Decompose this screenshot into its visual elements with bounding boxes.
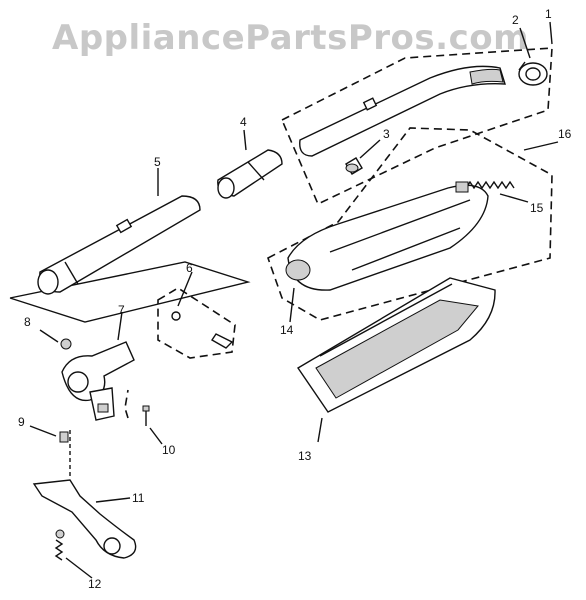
part-screw-9 <box>59 431 69 443</box>
callout-3: 3 <box>383 127 390 141</box>
callout-7: 7 <box>118 303 125 317</box>
part-cap <box>345 157 363 175</box>
guide-line-hose <box>9 261 251 323</box>
callout-1: 1 <box>545 7 552 21</box>
callout-6: 6 <box>186 261 193 275</box>
group-box-7 <box>124 389 129 419</box>
callout-15: 15 <box>530 201 544 215</box>
callout-2: 2 <box>512 13 519 27</box>
leader-lines <box>29 21 559 579</box>
part-spring <box>455 180 515 193</box>
callout-16: 16 <box>558 127 572 141</box>
callout-10: 10 <box>162 443 176 457</box>
part-grommet <box>518 61 548 86</box>
part-screw-12 <box>54 529 65 561</box>
part-nut <box>60 338 72 350</box>
part-extension-tube <box>37 195 201 295</box>
callout-5: 5 <box>154 155 161 169</box>
callout-12: 12 <box>88 577 102 591</box>
callout-11: 11 <box>132 491 145 505</box>
callout-13: 13 <box>298 449 312 463</box>
group-box-6 <box>157 287 236 359</box>
group-box-1 <box>280 47 553 206</box>
part-bracket <box>171 311 234 349</box>
callout-4: 4 <box>240 115 247 129</box>
part-base-tray <box>297 277 496 413</box>
part-screw-10 <box>142 405 150 426</box>
part-swivel <box>61 341 135 421</box>
part-cord-clip <box>32 479 137 559</box>
watermark-text: AppliancePartsPros.com <box>52 18 530 58</box>
callout-8: 8 <box>24 315 31 329</box>
callout-9: 9 <box>18 415 25 429</box>
part-dust-bag <box>285 184 489 291</box>
callout-14: 14 <box>280 323 294 337</box>
part-coupling <box>217 149 283 199</box>
group-box-16 <box>267 127 553 321</box>
part-handle-tube <box>299 65 506 157</box>
